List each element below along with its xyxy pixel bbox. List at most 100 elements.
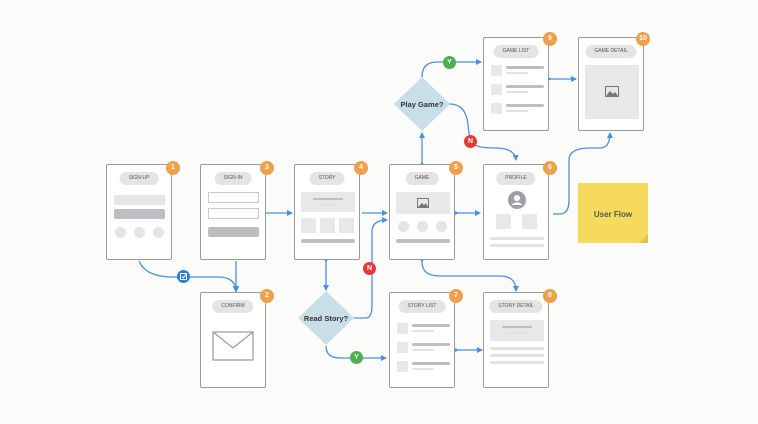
screen-number-badge: 5 <box>449 161 463 175</box>
social-icon <box>115 227 126 238</box>
screen-title: CONFIRM <box>212 300 254 313</box>
connector-game-storydetail <box>418 256 519 292</box>
story-thumb <box>339 218 354 233</box>
screen-title: GAME <box>405 172 439 185</box>
signin-button-placeholder <box>208 227 259 237</box>
screen-number-badge: 8 <box>543 289 557 303</box>
screen-title: SIGN-UP <box>119 172 159 185</box>
list-sub-line <box>506 91 528 93</box>
screen-number-badge: 4 <box>354 161 368 175</box>
screen-number-badge: 6 <box>543 161 557 175</box>
game-option <box>436 221 447 232</box>
read-story-label: Read Story? <box>303 314 349 323</box>
screen-story-list[interactable]: STORY LIST <box>389 292 455 388</box>
connector-playgame-gamelist <box>421 59 482 78</box>
screen-title: GAME DETAIL <box>585 45 637 58</box>
connector-profile-gamedetail <box>553 132 613 215</box>
story-detail-text-line <box>490 354 544 357</box>
checkbox-edit-icon <box>177 270 190 283</box>
game-option <box>398 221 409 232</box>
read-story-diamond <box>298 291 354 345</box>
list-title-line <box>506 104 544 107</box>
image-icon <box>417 198 429 208</box>
screen-number-badge: 10 <box>636 32 650 46</box>
no-marker-read-story: N <box>363 262 376 275</box>
profile-tile <box>522 214 537 229</box>
game-footer-bar <box>396 239 450 243</box>
game-option <box>417 221 428 232</box>
screen-number-badge: 7 <box>449 289 463 303</box>
story-thumb <box>301 218 316 233</box>
screen-story[interactable]: STORY <box>294 164 360 260</box>
screen-game-detail[interactable]: GAME DETAIL <box>578 37 644 131</box>
user-avatar-icon <box>508 191 526 209</box>
screen-signin[interactable]: SIGN-IN <box>200 164 266 260</box>
social-icon <box>134 227 145 238</box>
story-banner-line <box>317 204 339 206</box>
screen-number-badge: 2 <box>260 289 274 303</box>
screen-game-list[interactable]: GAME LIST <box>483 37 549 131</box>
no-marker-play-game: N <box>464 135 477 148</box>
screen-game[interactable]: GAME <box>389 164 455 260</box>
story-footer-bar <box>301 239 355 243</box>
input-placeholder <box>114 195 165 205</box>
story-detail-header-line <box>506 332 528 334</box>
list-thumb <box>397 342 408 353</box>
yes-marker-play-game: Y <box>443 56 456 69</box>
password-field <box>208 208 259 219</box>
username-field <box>208 192 259 203</box>
button-placeholder <box>114 209 165 219</box>
screen-title: STORY DETAIL <box>489 300 543 313</box>
screen-confirm[interactable]: CONFIRM <box>200 292 266 388</box>
list-sub-line <box>412 368 434 370</box>
list-sub-line <box>412 330 434 332</box>
sticky-note-fold <box>639 234 648 243</box>
connector-readstory-game <box>354 217 388 319</box>
list-thumb <box>491 84 502 95</box>
screen-story-detail[interactable]: STORY DETAIL <box>483 292 549 388</box>
list-sub-line <box>412 349 434 351</box>
connector-signup-confirm <box>138 260 239 293</box>
screen-title: PROFILE <box>496 172 536 185</box>
connector-readstory-storylist <box>325 345 387 361</box>
screen-number-badge: 1 <box>166 161 180 175</box>
list-sub-line <box>506 72 528 74</box>
list-thumb <box>491 103 502 114</box>
story-thumb <box>320 218 335 233</box>
image-icon <box>605 86 619 97</box>
list-title-line <box>412 362 450 365</box>
story-detail-text-line <box>490 361 544 364</box>
envelope-icon <box>212 331 254 361</box>
game-detail-image <box>585 65 639 119</box>
story-banner-line <box>313 198 343 200</box>
play-game-diamond <box>394 77 450 131</box>
list-title-line <box>412 324 450 327</box>
story-detail-header <box>490 320 544 341</box>
game-hero-image <box>396 192 450 214</box>
list-title-line <box>506 85 544 88</box>
story-detail-text-line <box>490 347 544 350</box>
list-title-line <box>506 66 544 69</box>
profile-text-line <box>490 237 544 240</box>
sticky-note-text: User Flow <box>593 210 633 219</box>
connector-playgame-profile <box>444 100 519 161</box>
screen-number-badge: 9 <box>543 32 557 46</box>
list-thumb <box>397 361 408 372</box>
screen-title: SIGN-IN <box>214 172 252 185</box>
screen-title: STORY <box>309 172 345 185</box>
list-sub-line <box>506 110 528 112</box>
screen-title: GAME LIST <box>493 45 539 58</box>
list-thumb <box>397 323 408 334</box>
screen-profile[interactable]: PROFILE <box>483 164 549 260</box>
story-detail-header-line <box>502 326 532 328</box>
screen-signup[interactable]: SIGN-UP <box>106 164 172 260</box>
social-icon <box>153 227 164 238</box>
story-banner <box>301 192 355 212</box>
play-game-label: Play Game? <box>400 100 444 109</box>
profile-tile <box>496 214 511 229</box>
user-flow-sticky-note: User Flow <box>578 183 648 243</box>
profile-text-line <box>490 244 544 247</box>
